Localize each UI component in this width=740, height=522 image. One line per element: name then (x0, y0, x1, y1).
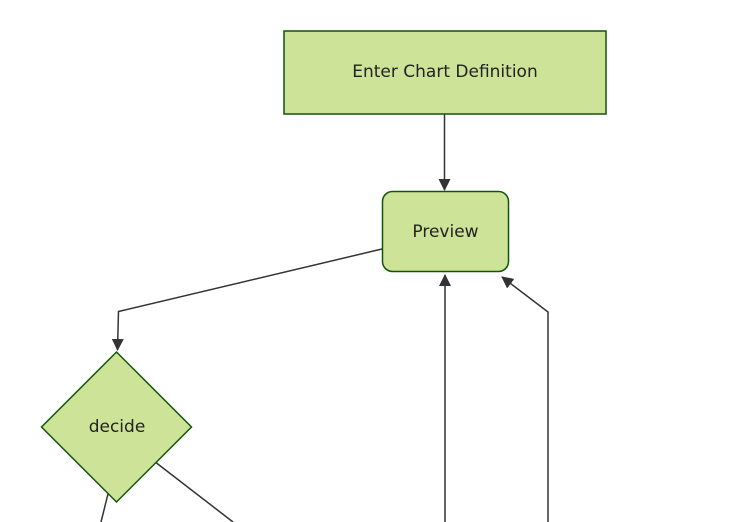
node-enter-chart-definition-shape (283, 30, 607, 115)
edge-layer (100, 114, 549, 522)
edge-bottom-to-preview-corner (501, 276, 549, 522)
node-decide-shape (40, 350, 193, 504)
edge-preview-to-decide (111, 248, 383, 351)
node-layer (40, 30, 607, 504)
node-preview-shape (381, 190, 510, 273)
edge-decide-to-offscreen-right (149, 457, 234, 522)
